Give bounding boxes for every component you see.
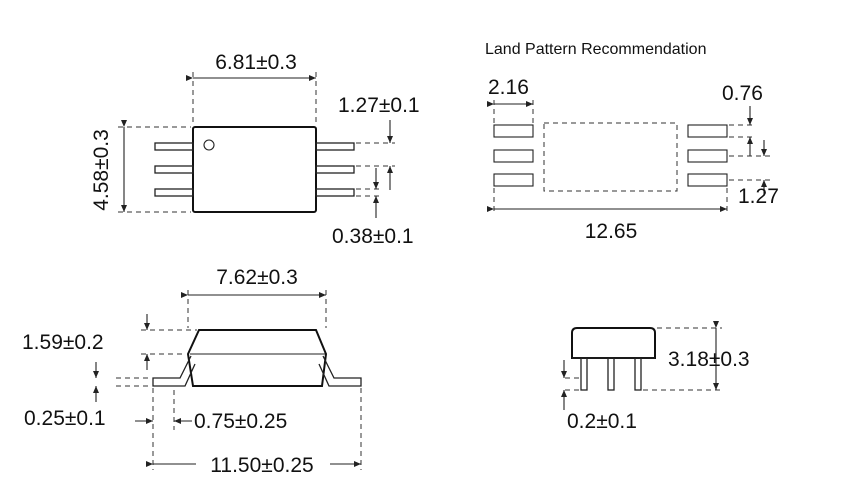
pad-width-label: 0.76 bbox=[722, 82, 763, 105]
lead-thickness-label: 0.2±0.1 bbox=[567, 410, 637, 433]
end-height-label: 3.18±0.3 bbox=[668, 348, 750, 371]
body-length-label: 7.62±0.3 bbox=[216, 266, 298, 289]
pin-pitch-label: 1.27±0.1 bbox=[338, 94, 420, 117]
land-pattern-view: Land Pattern Recommendation 2.16 0.76 1.… bbox=[485, 41, 779, 243]
side-view-body bbox=[186, 329, 328, 387]
body-width-label: 6.81±0.3 bbox=[215, 51, 297, 74]
lead-left bbox=[152, 355, 196, 387]
package-footprint-outline bbox=[543, 122, 678, 192]
end-view-body bbox=[571, 327, 656, 359]
pin-width-label: 0.38±0.1 bbox=[332, 225, 414, 248]
foot-length-label: 0.75±0.25 bbox=[194, 410, 287, 433]
land-pad bbox=[493, 173, 534, 187]
land-pad bbox=[493, 149, 534, 163]
pad-pitch-label: 1.27 bbox=[738, 185, 779, 208]
top-view: 6.81±0.3 4.58±0.3 1.27±0.1 0.38±0.1 bbox=[90, 51, 420, 248]
lead-right bbox=[318, 355, 362, 387]
pin-left bbox=[154, 188, 194, 197]
top-view-body bbox=[192, 126, 317, 213]
overall-length-label: 11.50±0.25 bbox=[210, 454, 313, 477]
body-height-label: 4.58±0.3 bbox=[90, 129, 113, 211]
body-thickness-label: 1.59±0.2 bbox=[22, 331, 104, 354]
end-lead bbox=[634, 357, 642, 391]
land-pad bbox=[687, 173, 728, 187]
standoff-label: 0.25±0.1 bbox=[24, 407, 106, 430]
land-pad bbox=[493, 124, 534, 138]
pad-length-label: 2.16 bbox=[488, 76, 529, 99]
pin-right bbox=[315, 188, 355, 197]
end-view: 3.18±0.3 0.2±0.1 bbox=[561, 321, 750, 433]
land-pad bbox=[687, 149, 728, 163]
overall-span-label: 12.65 bbox=[585, 220, 638, 243]
land-pad bbox=[687, 124, 728, 138]
land-pattern-title: Land Pattern Recommendation bbox=[485, 41, 706, 58]
pin-left bbox=[154, 142, 194, 151]
pin1-marker bbox=[203, 139, 215, 151]
side-view: 7.62±0.3 1.59±0.2 0.25±0.1 0.75±0.25 11.… bbox=[22, 266, 362, 477]
pin-left bbox=[154, 165, 194, 174]
pin-right bbox=[315, 165, 355, 174]
end-lead bbox=[580, 357, 588, 391]
end-lead bbox=[607, 357, 615, 391]
pin-right bbox=[315, 142, 355, 151]
